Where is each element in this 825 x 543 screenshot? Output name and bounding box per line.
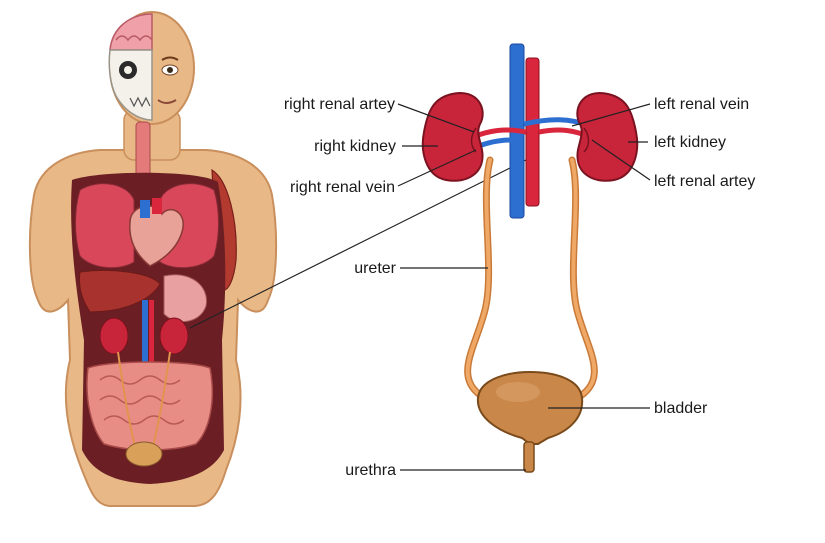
lungs-icon: [75, 183, 135, 269]
body-bladder: [125, 441, 163, 467]
intestines-icon: [86, 361, 214, 451]
label-right-kidney: right kidney: [314, 138, 396, 155]
label-right-renal-artery: right renal artey: [284, 96, 395, 113]
brain-icon: [109, 13, 153, 51]
label-ureter: ureter: [354, 260, 396, 277]
aorta: [525, 57, 540, 207]
kidney-icon: [421, 91, 484, 182]
label-left-renal-vein: left renal vein: [654, 96, 749, 113]
body-kidney-left: [159, 317, 189, 355]
label-bladder: bladder: [654, 400, 708, 417]
liver-icon: [79, 270, 161, 313]
human-body-figure: [28, 11, 278, 507]
label-urethra: urethra: [345, 462, 396, 479]
urinary-system-detail: [421, 43, 639, 473]
pointer-line: [189, 159, 527, 329]
leader-lines: [397, 103, 651, 471]
label-right-renal-vein: right renal vein: [290, 179, 395, 196]
skull-icon: [108, 49, 153, 121]
label-left-kidney: left kidney: [654, 134, 726, 151]
left-kidney-shape: [576, 91, 639, 182]
label-left-renal-artery: left renal artey: [654, 173, 755, 190]
body-kidney-right: [99, 317, 129, 355]
urethra-tube: [523, 441, 535, 473]
